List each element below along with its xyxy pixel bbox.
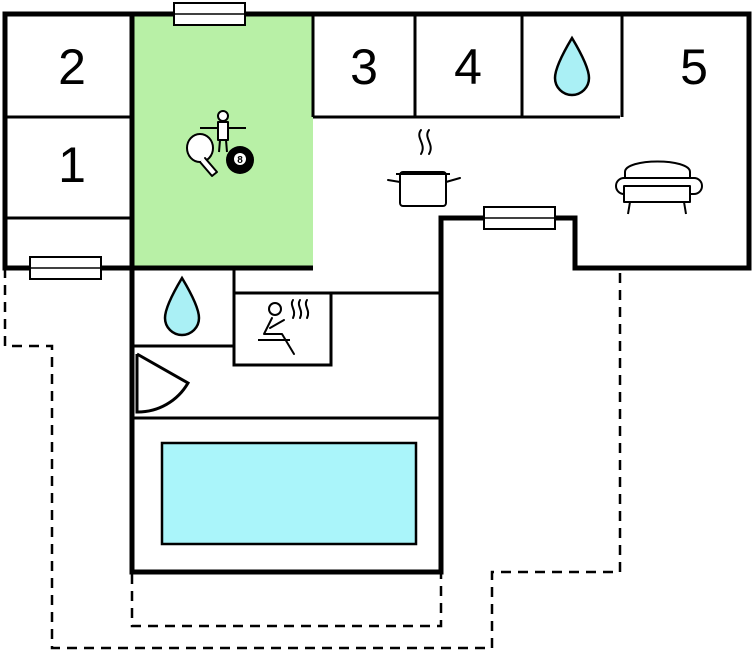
windows [29,2,556,280]
room-number-2: 2 [58,39,86,95]
billiard-ball-icon: 8 [226,146,254,174]
terrace [3,216,622,650]
billiard-ball-label: 8 [237,155,243,166]
table-tennis-icon [186,133,218,177]
water-drop-icon [163,275,201,337]
sofa-icon [615,160,703,215]
water-drop-icon [553,35,591,97]
cooking-pot-icon [387,129,461,207]
room-number-3: 3 [350,39,378,95]
room-number-5: 5 [680,39,708,95]
table-football-icon [200,110,246,153]
sauna-icon [258,299,310,355]
terrace-shaded-strip [130,570,443,628]
interior-walls [5,14,624,420]
room-number-1: 1 [58,137,86,193]
terrace-west [3,216,622,650]
room-number-4: 4 [454,39,482,95]
swimming-pool [160,441,418,546]
